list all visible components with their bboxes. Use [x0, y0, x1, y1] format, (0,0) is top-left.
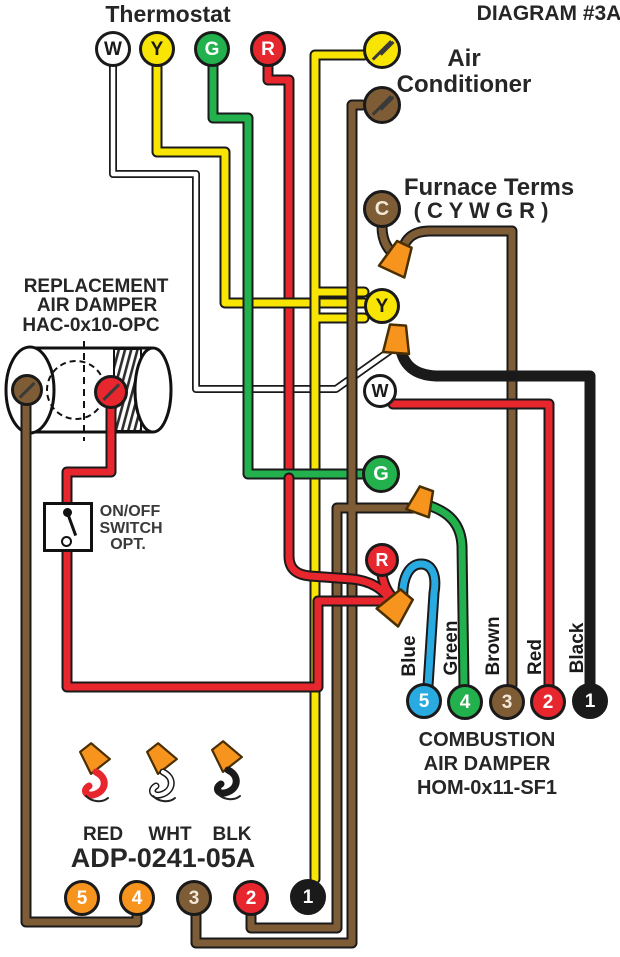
combustion-terminal-5: 5: [406, 683, 442, 719]
wire-red-combustion-2: [387, 398, 555, 692]
thermostat-terminal-w: W: [95, 31, 131, 67]
switch-contact-circle: [61, 536, 72, 547]
pigtail-label-red: RED: [82, 824, 124, 845]
adp-terminal-2: 2: [233, 880, 269, 916]
diagram-id-label: DIAGRAM #3A: [476, 2, 620, 25]
replacement-damper-line2: AIR DAMPER: [36, 295, 158, 316]
pigtail-icon-wht: [145, 742, 178, 803]
wire-yellow-thermostat-y: [151, 54, 370, 309]
furnace-terminal-c: C: [363, 190, 401, 228]
ac-terminal-yellow: [363, 31, 401, 69]
wire-blue-combustion-5: [397, 558, 441, 692]
ac-terminal-brown: [363, 86, 401, 124]
wire-label-green: Green: [441, 620, 462, 676]
pigtail-icon-blk: [210, 740, 243, 801]
wire-red-thermostat-r-upper: [262, 54, 295, 486]
cylinder-end-cap: [133, 346, 173, 434]
terminal-stripe: [102, 383, 120, 401]
wire-label-brown: Brown: [483, 616, 504, 676]
adp-terminal-4: 4: [119, 880, 155, 916]
replacement-damper-terminal-brown: [11, 374, 43, 406]
wire-nut-w-junction: [381, 323, 411, 356]
thermostat-terminal-y: Y: [139, 31, 175, 67]
switch-label-line2: SWITCH: [99, 520, 163, 537]
combustion-terminal-2: 2: [530, 684, 566, 720]
pigtail-label-wht: WHT: [148, 824, 192, 845]
replacement-damper-line3: HAC-0x10-OPC: [22, 315, 160, 336]
wire-label-red: Red: [525, 639, 546, 675]
furnace-terminal-w: W: [363, 374, 397, 408]
furnace-terminal-y: Y: [364, 288, 400, 324]
combustion-terminal-1: 1: [572, 683, 608, 719]
thermostat-title: Thermostat: [105, 1, 231, 27]
furnace-subtitle: ( C Y W G R ): [413, 198, 549, 223]
pigtail-label-blk: BLK: [212, 824, 252, 845]
wire-nut-r-junction: [375, 588, 415, 628]
ac-label-line1: Air: [447, 45, 481, 72]
adp-terminal-3: 3: [176, 880, 212, 916]
adp-model-label: ADP-0241-05A: [70, 843, 256, 873]
replacement-damper-terminal-red: [94, 375, 128, 409]
wire-nut-g-junction: [405, 485, 435, 519]
thermostat-terminal-r: R: [250, 31, 286, 67]
pigtail-icon-red: [78, 742, 111, 803]
adp-terminal-1: 1: [290, 879, 326, 915]
wire-label-blue: Blue: [399, 635, 420, 677]
wire-label-black: Black: [567, 622, 588, 674]
thermostat-terminal-g: G: [194, 31, 230, 67]
furnace-terminal-g: G: [362, 455, 400, 493]
wire-nut-c-junction: [377, 239, 413, 279]
switch-label-line1: ON/OFF: [99, 503, 161, 520]
combustion-damper-line1: COMBUSTION: [418, 729, 556, 751]
wire-green-combustion-4: [418, 498, 470, 692]
furnace-title: Furnace Terms: [403, 174, 575, 201]
replacement-damper-line1: REPLACEMENT: [23, 276, 169, 297]
on-off-switch: [43, 502, 93, 552]
switch-label-line3: OPT.: [110, 536, 146, 553]
combustion-damper-line3: HOM-0x11-SF1: [416, 777, 558, 799]
terminal-stripe: [18, 381, 36, 399]
combustion-terminal-4: 4: [447, 684, 483, 720]
combustion-damper-line2: AIR DAMPER: [423, 753, 551, 775]
adp-terminal-5: 5: [64, 880, 100, 916]
switch-lever: [66, 512, 78, 537]
wire-white-thermostat-w: [109, 58, 395, 393]
combustion-terminal-3: 3: [489, 684, 525, 720]
furnace-terminal-r: R: [365, 543, 399, 577]
ac-label-line2: Conditioner: [396, 71, 532, 98]
